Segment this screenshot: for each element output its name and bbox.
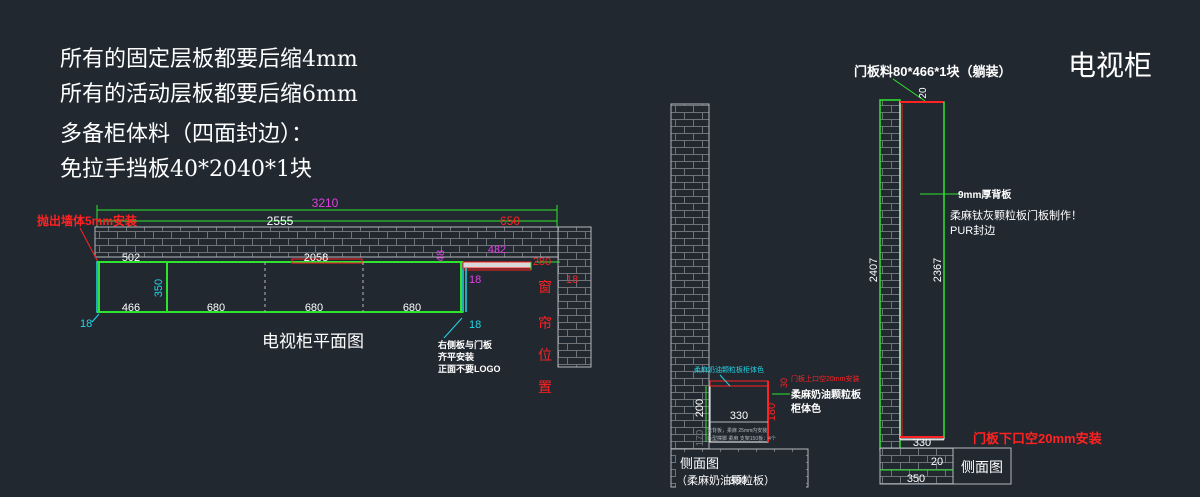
left-dim-180: 180 [766,403,778,421]
plan-view: 3210 2555 650 抛出墙体5mm安装 502 2058 432 280… [37,196,592,396]
dim-bottom-466: 466 [122,302,140,314]
door-material-note: 门板料80*466*1块（躺装） [854,64,1012,79]
left-small-note-2: 条型撑脚 柔麻 支架150板：4个 [707,435,776,442]
right-panel-note-2: 齐平安装 [438,351,475,362]
plan-wall-top [94,226,564,258]
plan-red-insert [291,258,363,264]
dim-280: 280 [533,256,551,268]
svg-text:窗: 窗 [538,279,552,296]
right-panel-note-1: 右侧板与门板 [437,339,493,350]
dim-18-bottom: 18 [469,319,481,331]
dim-right-seg: 650 [500,214,520,228]
door-bottom-note: 门板下口空20mm安装 [973,431,1102,446]
door-make-note: 柔麻钛灰颗粒板门板制作！ [950,208,1082,222]
note-movable-shelf: 所有的活动层板都要后缩6mm [60,82,358,107]
notes-block: 所有的固定层板都要后缩4mm 所有的活动层板都要后缩6mm 多备柜体料（四面封边… [60,47,358,182]
side-view-left: 柔麻奶油颗粒板柜体色 门板上口空20mm安装 柔麻奶油颗粒板 柜体色 无背板，柔… [670,103,862,488]
left-dim-30: 30 [779,378,789,388]
right-wall-vertical [879,99,901,451]
dim-bottom-680a: 680 [207,302,225,314]
right-dim-2407: 2407 [868,258,880,282]
side-view-right: 电视柜 门板料80*466*1块（躺装） 20 2407 2367 9mm厚背板… [854,50,1152,485]
left-side-label: 侧面图 [680,456,719,471]
right-panel-note-3: 正面不要LOGO [438,364,501,374]
plan-right-panel [462,261,532,269]
left-top-note: 柔麻奶油颗粒板柜体色 [694,365,764,374]
dim-bottom-680b: 680 [305,302,323,314]
dim-18-left: 18 [80,318,92,330]
right-dim-350: 350 [907,473,925,485]
dim-bottom-680c: 680 [403,302,421,314]
right-dim-top20: 20 [918,87,929,99]
dim-main: 2555 [267,214,294,228]
wall-out-note: 抛出墙体5mm安装 [37,213,137,228]
plan-title: 电视柜平面图 [262,332,364,351]
left-door-gap-note: 门板上口空20mm安装 [791,374,859,383]
dim-18-mid: 18 [469,274,481,286]
note-handle-board: 免拉手挡板40*2040*1块 [60,157,312,182]
left-dim-200: 200 [694,399,706,417]
right-dim-2367: 2367 [932,258,944,282]
dim-48: 48 [435,250,447,262]
left-board-note-1: 柔麻奶油颗粒板 [790,388,862,401]
tv-cabinet-title: 电视柜 [1068,50,1152,81]
svg-text:置: 置 [538,380,552,396]
left-wall-vertical [670,103,710,452]
left-dim-170: 170 [695,429,706,446]
right-dim-330: 330 [913,437,931,449]
dim-18-right: 18 [566,274,578,286]
dim-left-top: 502 [122,252,140,264]
dim-total: 3210 [312,196,339,210]
right-dim-b20: 20 [931,456,943,468]
dim-350: 350 [153,279,165,297]
plan-wall-right [557,226,592,368]
svg-text:位: 位 [538,348,552,364]
note-spare-material: 多备柜体料（四面封边）： [60,122,313,147]
curtain-position-label: 窗 帘 位 置 [538,279,552,396]
left-dim-380: 380 [729,475,747,487]
left-dim-330: 330 [730,410,748,422]
back-panel-note: 9mm厚背板 [958,188,1012,201]
left-board-note-2: 柜体色 [790,402,821,415]
right-side-label: 侧面图 [961,459,1003,475]
left-small-note-1: 无背板，柔麻 25mm内安装 [707,427,767,434]
svg-text:帘: 帘 [538,316,552,332]
left-side-sublabel: （柔麻奶油颗粒板） [676,473,775,487]
note-fixed-shelf: 所有的固定层板都要后缩4mm [60,47,358,72]
edge-note: PUR封边 [950,223,995,237]
dim-middle-top: 2058 [304,252,328,264]
dim-right-small: 432 [488,244,506,256]
